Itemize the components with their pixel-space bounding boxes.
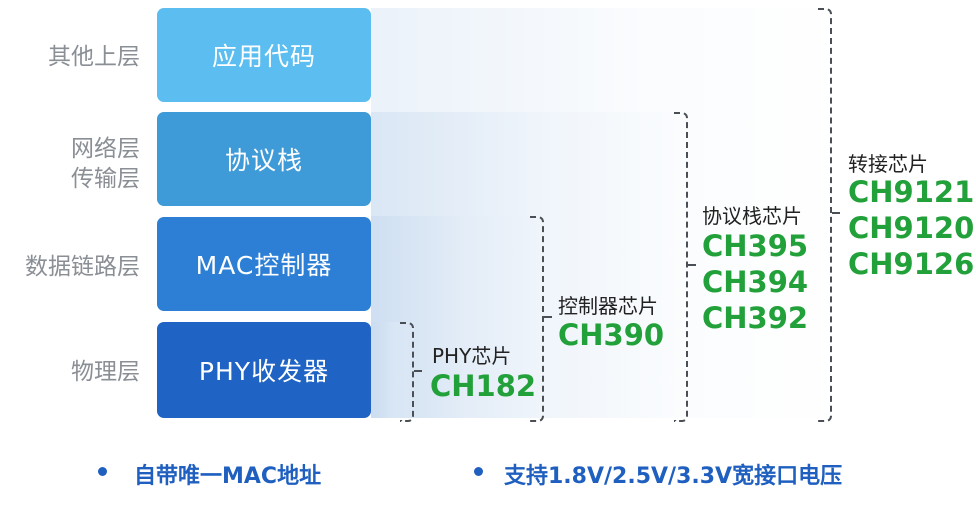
layer-label-transport-line2: 传输层 [71, 166, 140, 192]
phy-transceiver-box: PHY收发器 [157, 322, 371, 418]
app-code-label: 应用代码 [211, 42, 316, 71]
phy-chip-brace [400, 322, 414, 422]
mac-controller-label: MAC控制器 [195, 251, 333, 280]
phy-transceiver-label: PHY收发器 [198, 357, 330, 386]
controller-chip-brace [530, 216, 544, 422]
stack-chip-model-1: CH395 [702, 229, 809, 263]
protocol-stack-label: 协议栈 [224, 146, 303, 175]
stack-chip-brace [674, 112, 688, 422]
layer-label-network: 网络层 传输层 [0, 134, 140, 194]
feature-bullet-1 [98, 467, 107, 476]
feature-unique-mac: 自带唯一MAC地址 [134, 464, 322, 489]
layer-label-physical: 物理层 [71, 359, 140, 385]
app-code-box: 应用代码 [157, 8, 371, 102]
layer-label-datalink: 数据链路层 [25, 254, 140, 280]
controller-chip-model: CH390 [558, 318, 665, 352]
converter-chip-model-2: CH9120 [848, 211, 975, 245]
converter-chip-brace [818, 8, 832, 422]
converter-chip-brace-tick [832, 212, 840, 214]
protocol-stack-box: 协议栈 [157, 112, 371, 206]
stack-chip-title: 协议栈芯片 [702, 204, 802, 228]
converter-chip-model-3: CH9126 [848, 247, 975, 281]
layer-label-network-line1: 网络层 [71, 136, 140, 162]
feature-wide-voltage: 支持1.8V/2.5V/3.3V宽接口电压 [504, 464, 843, 489]
feature-bullet-2 [474, 467, 483, 476]
phy-chip-model: CH182 [430, 369, 537, 403]
phy-chip-brace-tick [414, 370, 422, 372]
phy-range-shade [371, 322, 415, 418]
stack-chip-model-3: CH392 [702, 301, 809, 335]
stack-chip-model-2: CH394 [702, 265, 809, 299]
stack-chip-brace-tick [688, 264, 696, 266]
layer-label-other-upper: 其他上层 [48, 44, 140, 70]
controller-chip-brace-tick [544, 316, 552, 318]
converter-chip-title: 转接芯片 [848, 152, 928, 176]
converter-chip-model-1: CH9121 [848, 175, 975, 209]
mac-controller-box: MAC控制器 [157, 217, 371, 311]
controller-chip-title: 控制器芯片 [558, 294, 658, 318]
phy-chip-title: PHY芯片 [432, 344, 512, 368]
